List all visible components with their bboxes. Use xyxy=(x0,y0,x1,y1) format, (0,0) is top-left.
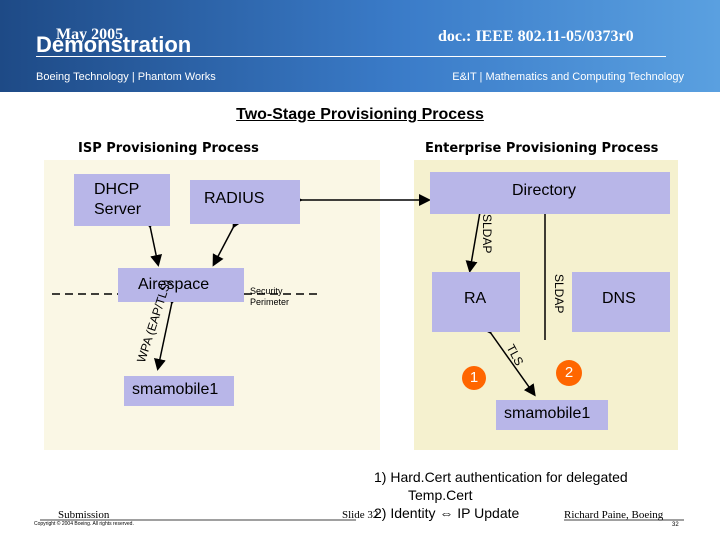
security-perimeter-label: Security Perimeter xyxy=(250,286,290,307)
radius-box: RADIUS xyxy=(190,180,300,224)
radius-airespace-link xyxy=(212,215,244,267)
bidirectional-arrow-icon: ⇔ xyxy=(439,505,454,521)
slide-header xyxy=(0,0,720,92)
dns-box: DNS xyxy=(572,272,670,332)
ra-box: RA xyxy=(432,272,520,332)
right-subtitle: E&IT | Mathematics and Computing Technol… xyxy=(452,71,684,83)
sldap-label-right: SLDAP xyxy=(552,274,566,314)
header-doc-id: doc.: IEEE 802.11-05/0373r0 xyxy=(438,28,634,45)
note-line-2-suffix: IP Update xyxy=(457,505,520,521)
footer-author: Richard Paine, Boeing xyxy=(564,509,664,521)
enterprise-section-title: Enterprise Provisioning Process xyxy=(425,141,659,156)
airespace-client-link xyxy=(153,291,180,371)
footer-page: 32 xyxy=(672,522,679,528)
note-line-1: 1) Hard.Cert authentication for delegate… xyxy=(374,469,628,485)
step-2-badge: 2 xyxy=(556,360,582,386)
airespace-box: Airespace xyxy=(118,268,244,302)
diagram-title: Two-Stage Provisioning Process xyxy=(236,106,484,123)
title-underline xyxy=(36,56,666,57)
note-line-1b: Temp.Cert xyxy=(408,487,473,503)
sldap-label-top: SLDAP xyxy=(480,214,494,254)
note-line-2: 2) Identity ⇔ IP Update xyxy=(374,504,628,522)
step-1-badge: 1 xyxy=(462,366,486,390)
ra-client-link xyxy=(479,321,536,397)
left-subtitle: Boeing Technology | Phantom Works xyxy=(36,71,216,83)
slide-title: Demonstration xyxy=(36,32,192,57)
dhcp-server-box: DHCP Server xyxy=(74,174,170,226)
isp-section-title: ISP Provisioning Process xyxy=(78,141,259,156)
isp-client-box: smamobile1 xyxy=(124,376,234,406)
footer-submission: Submission xyxy=(58,509,110,521)
footer-slide-number: Slide 32 xyxy=(342,509,379,521)
directory-box: Directory xyxy=(430,172,670,214)
enterprise-client-box: smamobile1 xyxy=(496,400,608,430)
dhcp-airespace-link xyxy=(142,215,163,267)
note-line-2-prefix: 2) Identity xyxy=(374,505,436,521)
process-notes: 1) Hard.Cert authentication for delegate… xyxy=(374,468,628,522)
footer-copyright: Copyright © 2004 Boeing. All rights rese… xyxy=(34,521,134,527)
header-date: May 2005 xyxy=(56,26,124,43)
directory-ra-link xyxy=(465,202,488,273)
